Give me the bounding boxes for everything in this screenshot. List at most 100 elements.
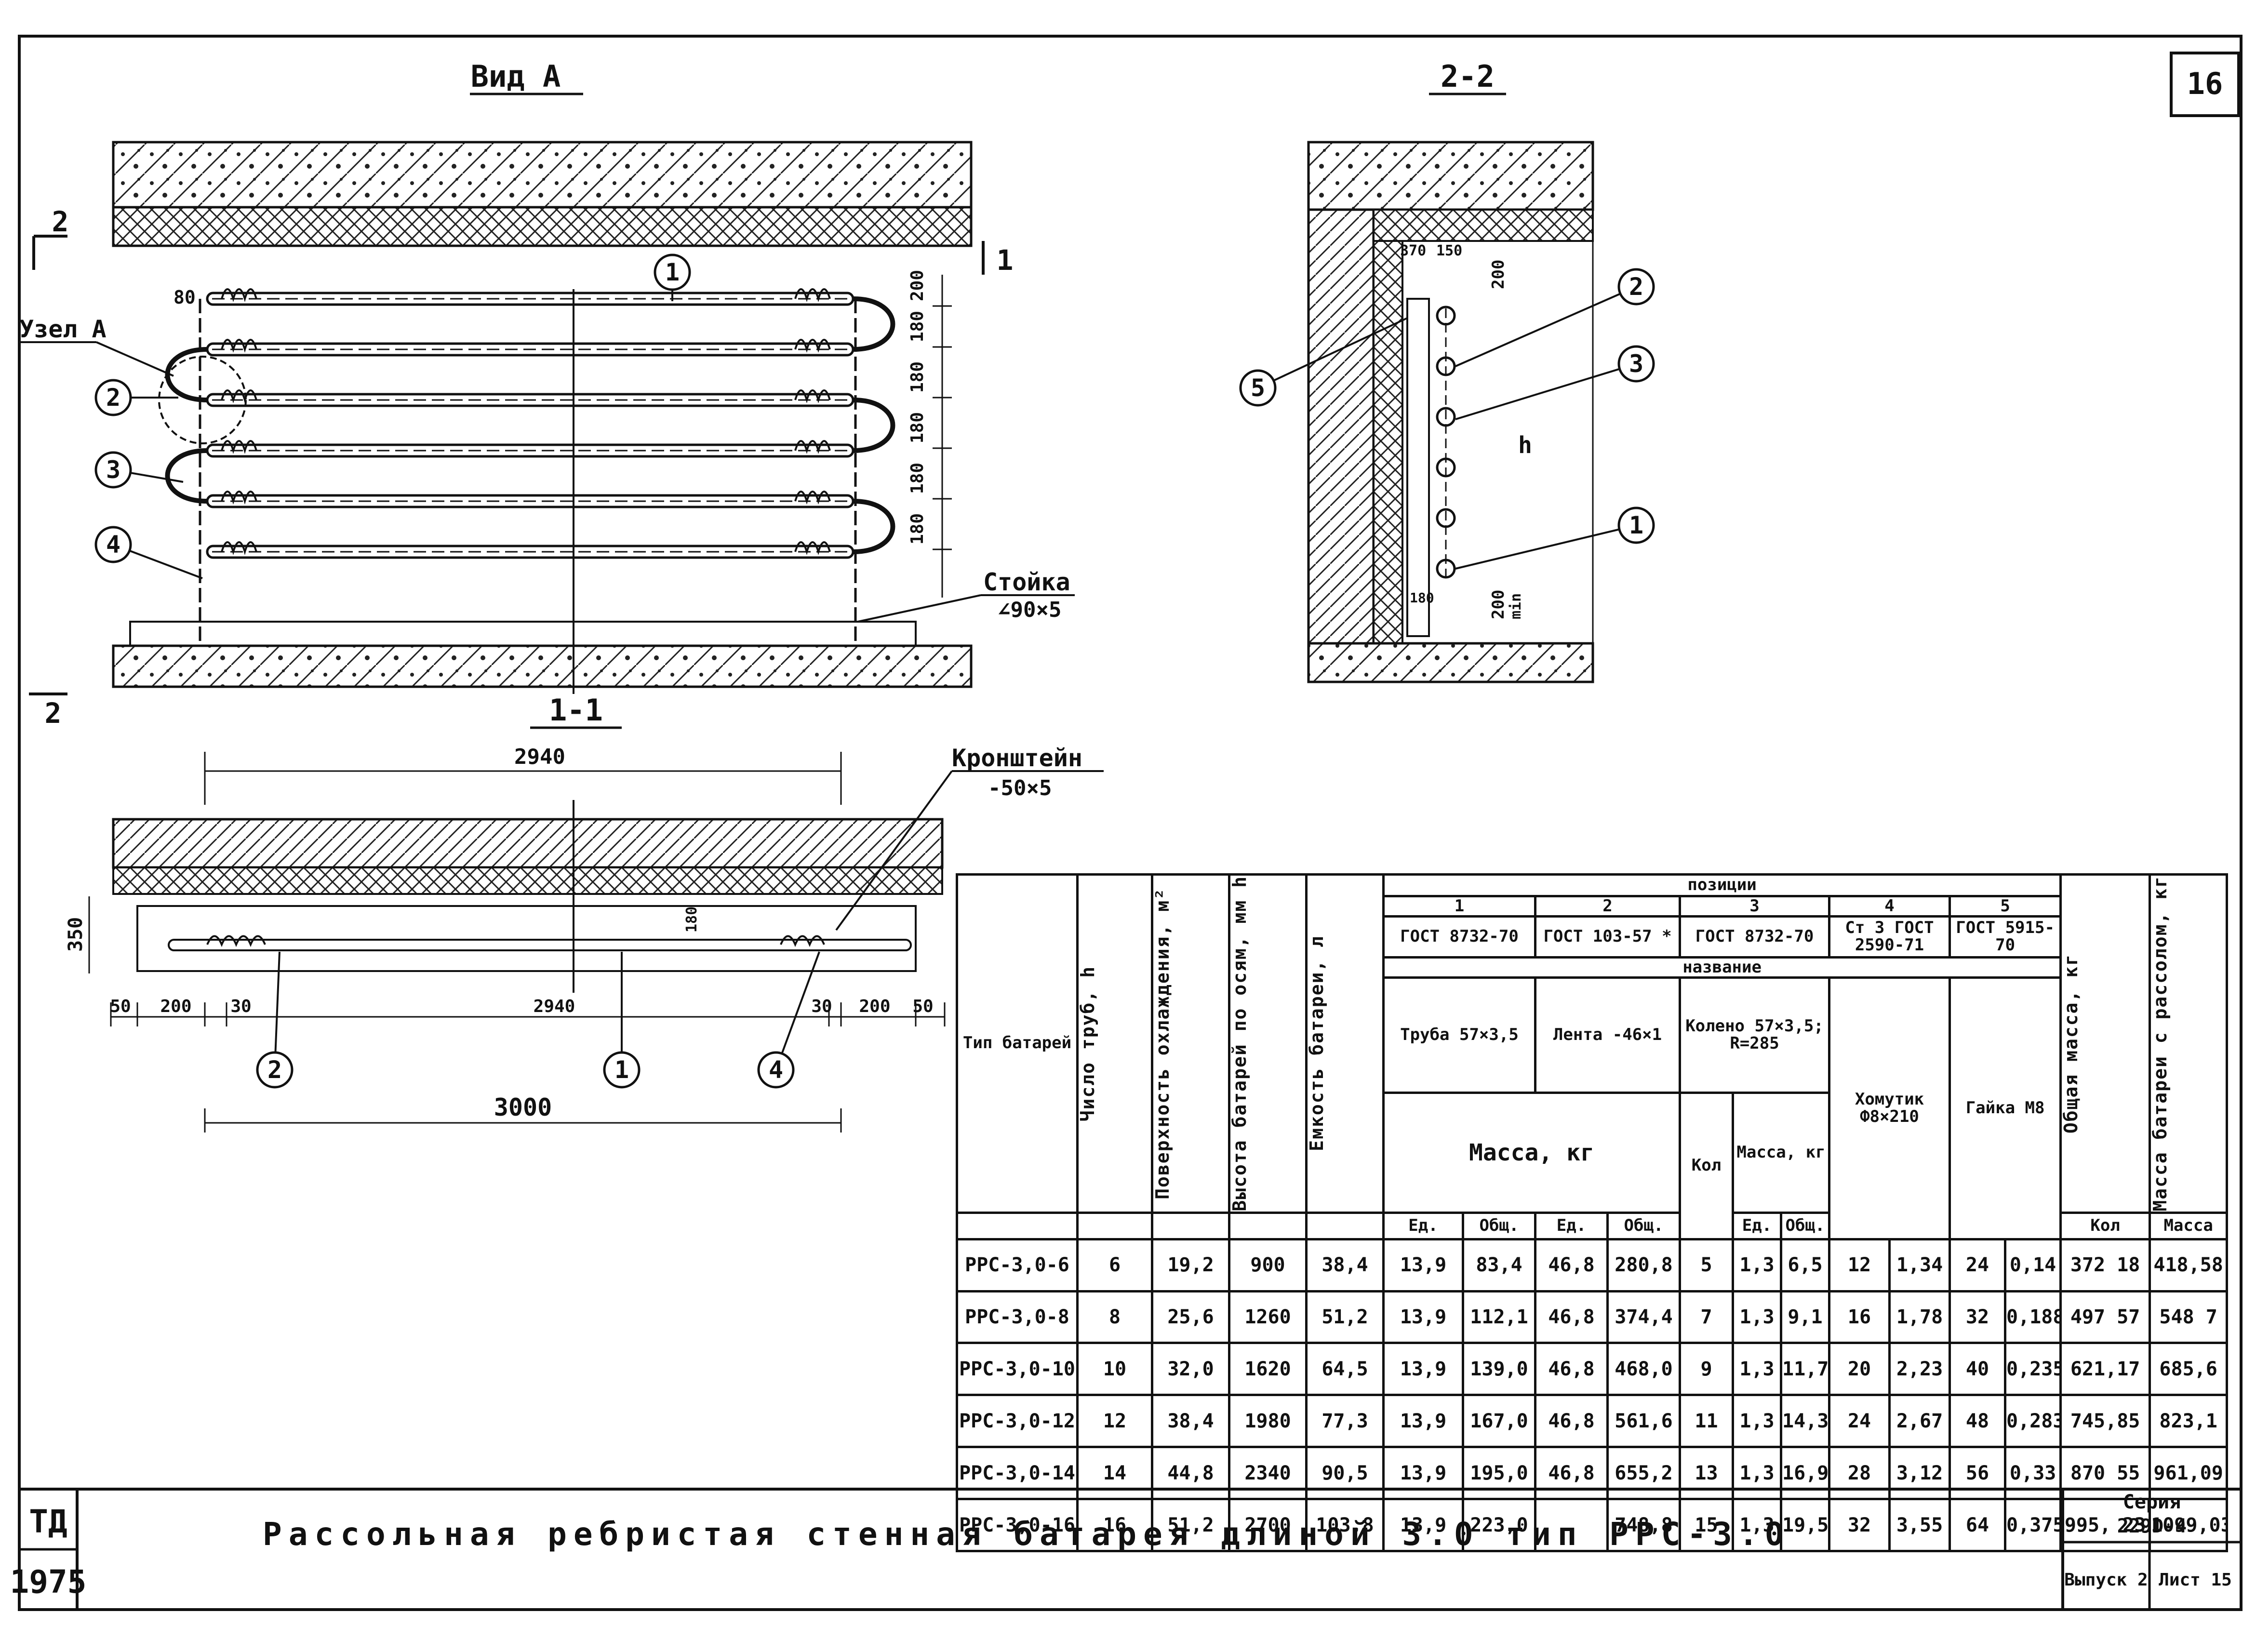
table-cell: 167,0: [1462, 1394, 1536, 1449]
table-cell: 46,8: [1534, 1394, 1609, 1449]
table-cell: 19,5: [1780, 1498, 1830, 1553]
table-cell: 748,8: [1606, 1498, 1681, 1553]
fin-coil: [794, 339, 831, 353]
pipe-plan: [168, 939, 912, 951]
section-wall-insulation: [1373, 240, 1403, 644]
drip-tray: [129, 621, 917, 647]
table-cell: 28: [1828, 1446, 1891, 1501]
callout-circle: [256, 1051, 294, 1089]
table-cell: 900: [1228, 1238, 1308, 1292]
table-cell: 46,8: [1534, 1238, 1609, 1292]
fin-coil: [221, 541, 257, 555]
dim-3000: 3000: [494, 1093, 552, 1121]
table-cell: РРС-3,0-14: [956, 1446, 1079, 1501]
fin-coil: [221, 491, 257, 505]
table-cell: 24: [1828, 1394, 1891, 1449]
callout-circle: [757, 1051, 795, 1089]
table-cell: 0,235: [2003, 1342, 2062, 1397]
list-label: Лист 15: [2159, 1570, 2232, 1590]
table-cell: 5: [1679, 1238, 1734, 1292]
table-cell: 19,2: [1151, 1238, 1230, 1292]
vertical-dim: 180: [908, 513, 927, 545]
vertical-dim: 180: [908, 311, 927, 342]
th-mass: Масса, кг: [1382, 1091, 1681, 1214]
th-qty-3: Кол: [1679, 1091, 1734, 1240]
table-cell: 83,4: [1462, 1238, 1536, 1292]
th-pipes: Число труб, h: [1077, 965, 1099, 1121]
th-mass-4: Масса: [2149, 1211, 2229, 1240]
table-cell: 112,1: [1462, 1290, 1536, 1345]
bracket-spec: -50×5: [988, 776, 1052, 800]
table-cell: 48: [1949, 1394, 2006, 1449]
stamp-top: ТД: [29, 1503, 67, 1540]
callout-number: 5: [1251, 374, 1265, 402]
table-cell: 0,14: [2003, 1238, 2062, 1292]
callout-circle: [603, 1051, 641, 1089]
pipe-rows: [165, 288, 895, 559]
table-cell: 1620: [1228, 1342, 1308, 1397]
callout-circle: [94, 451, 132, 489]
table-cell: 38,4: [1305, 1238, 1385, 1292]
table-cell: 8: [1076, 1290, 1153, 1345]
table-cell: 3,12: [1888, 1446, 1951, 1501]
fin-coil: [221, 288, 257, 302]
table-cell: 1260: [1228, 1290, 1308, 1345]
table-cell: 0,188: [2003, 1290, 2062, 1345]
table-cell: 7: [1679, 1290, 1734, 1345]
table-cell: 64,5: [1305, 1342, 1385, 1397]
sheet-number-box: [2170, 52, 2240, 117]
fin-coil: [794, 288, 831, 302]
post-spec: ∠90×5: [998, 598, 1061, 622]
table-cell: 374,4: [1606, 1290, 1681, 1345]
table-cell: 1,3: [1732, 1446, 1782, 1501]
callout-number: 1: [665, 258, 680, 286]
table-cell: 1980: [1228, 1394, 1308, 1449]
fin-coil: [221, 389, 257, 403]
vertical-dim: 180: [908, 361, 927, 393]
vertical-dim: 200: [908, 270, 927, 301]
callout-number: 4: [106, 531, 120, 559]
table-cell: 961,09: [2149, 1446, 2229, 1501]
callout-circle: [94, 526, 132, 563]
view-a-title: Вид А: [471, 59, 561, 94]
table-cell: 46,8: [1534, 1290, 1609, 1345]
callout-circle: [94, 379, 132, 416]
th-gost-3: ГОСТ 8732-70: [1679, 915, 1830, 959]
table-cell: 11,7: [1780, 1342, 1830, 1397]
plan-dim: 200: [859, 997, 890, 1016]
table-cell: 280,8: [1606, 1238, 1681, 1292]
table-cell: 1,3: [1732, 1342, 1782, 1397]
ceiling-slab: [112, 141, 973, 209]
section-mark-2-top: 2: [52, 205, 69, 238]
table-cell: 24: [1949, 1238, 2006, 1292]
table-cell: 40: [1949, 1342, 2006, 1397]
callout-number: 4: [769, 1056, 783, 1084]
th-unit-1: Ед.: [1382, 1211, 1464, 1240]
th-gost-2: ГОСТ 103-57 *: [1534, 915, 1681, 959]
callout-number: 3: [106, 456, 120, 484]
table-cell: 14: [1076, 1446, 1153, 1501]
plan-dim: 30: [230, 997, 251, 1016]
th-gost-1: ГОСТ 8732-70: [1382, 915, 1536, 959]
th-mass-3: Масса, кг: [1732, 1091, 1830, 1214]
table-cell: 195,0: [1462, 1446, 1536, 1501]
view-a: Вид А 2 2 1 Узел А 80 200180180180180180…: [19, 59, 1075, 730]
fin-coils-right: [780, 935, 825, 947]
wall-plan: [112, 818, 944, 869]
th-pos-2: 2: [1534, 895, 1681, 918]
table-cell: 497 57: [2059, 1290, 2151, 1345]
th-pos-5: 5: [1948, 895, 2062, 918]
h-label: h: [1518, 432, 1532, 459]
plan-dim: 50: [110, 997, 131, 1016]
table-cell: РРС-3,0-10: [956, 1342, 1079, 1397]
th-name-3: Колено 57×3,5; R=285: [1679, 976, 1830, 1094]
table-cell: 13,9: [1382, 1238, 1464, 1292]
callout-circle: [1239, 369, 1277, 407]
callout-circle: [654, 253, 691, 291]
th-qty-4: Кол: [2059, 1211, 2151, 1240]
section-1-1-title: 1-1: [549, 693, 603, 728]
